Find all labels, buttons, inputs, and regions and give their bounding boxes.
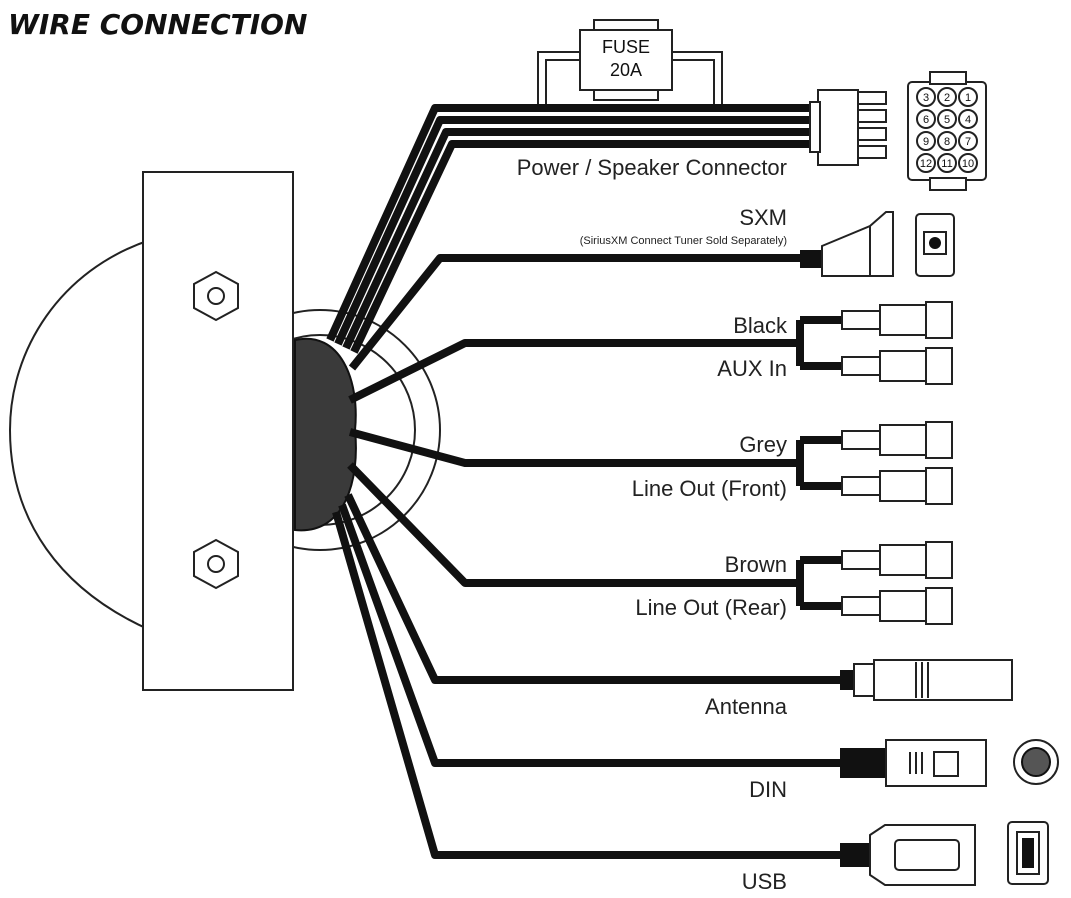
- pin-label-7: 7: [965, 136, 971, 148]
- din-connector: [840, 739, 1059, 787]
- power-wire-1: [326, 104, 818, 342]
- power-speaker-plug: [809, 89, 887, 166]
- pin-8: [937, 131, 957, 151]
- sxm-note: (SiriusXM Connect Tuner Sold Separately): [580, 235, 787, 247]
- antenna-connector: [840, 659, 1013, 701]
- rear-wire: [347, 462, 800, 587]
- power-wire-4: [350, 140, 818, 354]
- pin-label-4: 4: [965, 114, 971, 126]
- pin-grid: 3 2 1 6 5 4 9 8 7 12 11 10: [916, 87, 978, 173]
- pin-12: [916, 153, 936, 173]
- sxm-label: SXM: [739, 205, 787, 230]
- pin-1: [958, 87, 978, 107]
- antenna-wire: [344, 493, 840, 684]
- pin-5: [937, 109, 957, 129]
- power-speaker-label: Power / Speaker Connector: [517, 155, 787, 180]
- pin-label-2: 2: [944, 92, 950, 104]
- wires: [326, 104, 842, 859]
- mounting-bracket: [142, 171, 294, 691]
- pin-label-6: 6: [923, 114, 929, 126]
- din-wire: [338, 503, 840, 767]
- hex-nut-icon: [193, 270, 239, 322]
- pin-2: [937, 87, 957, 107]
- front-color-label: Grey: [739, 432, 787, 457]
- pin-label-8: 8: [944, 136, 950, 148]
- pin-6: [916, 109, 936, 129]
- front-name-label: Line Out (Front): [632, 476, 787, 501]
- din-label: DIN: [749, 777, 787, 802]
- pin-9: [916, 131, 936, 151]
- pin-4: [958, 109, 978, 129]
- fuse-label-line2: 20A: [610, 60, 642, 80]
- power-wire-2: [334, 116, 818, 346]
- pin-label-11: 11: [941, 158, 952, 170]
- usb-label: USB: [742, 869, 787, 894]
- sxm-wire: [348, 254, 800, 371]
- pin-10: [958, 153, 978, 173]
- pin-3: [916, 87, 936, 107]
- hex-nut-icon: [193, 538, 239, 590]
- front-wire: [348, 428, 800, 467]
- aux-split: [796, 316, 842, 370]
- pin-label-9: 9: [923, 136, 929, 148]
- sxm-connector: [800, 211, 955, 277]
- pin-label-1: 1: [965, 92, 971, 104]
- diagram-title: WIRE CONNECTION: [8, 8, 307, 41]
- usb-wire: [332, 510, 840, 859]
- fuse: FUSE 20A: [537, 19, 723, 108]
- pin-face-connector: 3 2 1 6 5 4 9 8 7 12 11 10: [907, 71, 987, 191]
- pin-label-5: 5: [944, 114, 950, 126]
- pin-7: [958, 131, 978, 151]
- front-split: [796, 436, 842, 490]
- aux-color-label: Black: [733, 313, 788, 338]
- head-unit: [8, 171, 441, 691]
- rear-name-label: Line Out (Rear): [635, 595, 787, 620]
- aux-wire: [348, 339, 800, 404]
- usb-connector: [840, 821, 1049, 886]
- pin-label-3: 3: [923, 92, 929, 104]
- fuse-label-line1: FUSE: [602, 37, 650, 57]
- pin-label-12: 12: [920, 158, 932, 170]
- aux-name-label: AUX In: [717, 356, 787, 381]
- rear-color-label: Brown: [725, 552, 787, 577]
- pin-11: [937, 153, 957, 173]
- head-unit-dome: [8, 238, 151, 632]
- antenna-label: Antenna: [705, 694, 788, 719]
- rear-split: [796, 556, 842, 610]
- rca-plugs: [841, 301, 953, 625]
- power-wire-3: [342, 128, 818, 350]
- pin-label-10: 10: [962, 158, 974, 170]
